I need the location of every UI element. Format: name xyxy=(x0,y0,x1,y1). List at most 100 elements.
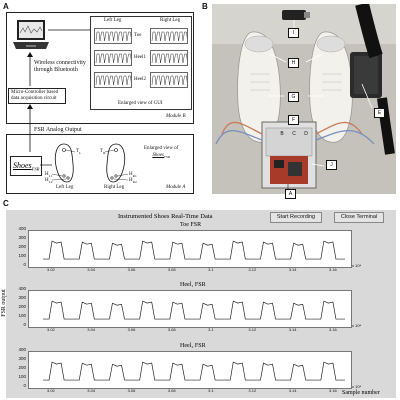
y-tick-1-4: 0 xyxy=(23,322,26,327)
x-tick-0-0: 3.02 xyxy=(47,267,55,272)
gui-left-signal-0 xyxy=(94,28,132,44)
micro-controller-box: Micro-Controller based data acquisition … xyxy=(8,88,66,104)
tag-f: F xyxy=(288,115,299,125)
gui-left-signal-2 xyxy=(94,72,132,88)
tag-h: H xyxy=(288,58,299,68)
y-tick-2-2: 200 xyxy=(18,365,26,370)
tag-i: I xyxy=(288,28,299,38)
sensor-label-hr2: HR2 xyxy=(129,178,137,185)
gui-right-signal-2 xyxy=(150,72,188,88)
y-tick-2-3: 100 xyxy=(18,374,26,379)
shoes-fsr-box xyxy=(10,156,42,176)
module-a-label: Module A xyxy=(166,185,186,190)
x-tick-1-5: 3.12 xyxy=(248,327,257,332)
sensor-hl1-text: H xyxy=(45,172,49,177)
enlarged-shoes-line: ShoesFSR xyxy=(144,153,178,160)
sensor-hr2-sub: R2 xyxy=(132,180,137,184)
y-tick-1-3: 100 xyxy=(18,313,26,318)
gui-row-label-0: Toe xyxy=(134,33,142,38)
gui-enlarge-arrow xyxy=(48,29,90,31)
graph-signal-1 xyxy=(43,300,345,320)
fsr-output-arrow xyxy=(27,104,33,152)
tag-j: J xyxy=(326,160,337,170)
left-leg-label: Left Leg xyxy=(56,185,74,190)
graph-title-1: Heel₁ FSR xyxy=(180,282,206,288)
gui-signal-trace xyxy=(151,31,187,42)
x-tick-2-4: 3.1 xyxy=(208,388,214,393)
sensor-label-tr: TR xyxy=(100,149,105,156)
gui-signal-trace xyxy=(95,31,131,42)
y-tick-0-0: 400 xyxy=(18,226,26,231)
shoes-fsr-label: ShoesFSR xyxy=(13,161,39,172)
y-tick-1-0: 400 xyxy=(18,286,26,291)
graph-signal-0 xyxy=(43,240,345,260)
sensor-tr-sub: R xyxy=(103,151,106,155)
x-tick-0-2: 3.06 xyxy=(127,267,136,272)
graph-title-0: Toe FSR xyxy=(180,222,202,228)
x-tick-2-2: 3.06 xyxy=(127,388,136,393)
x-tick-0-7: 3.16 xyxy=(329,267,337,272)
photo-illustration xyxy=(212,4,396,194)
photo-background xyxy=(212,4,396,194)
sensor-hr2-text: H xyxy=(129,178,133,183)
tag-c: C xyxy=(292,131,296,137)
gui-right-signal-1 xyxy=(150,50,188,66)
right-leg-label: Right Leg xyxy=(104,185,125,190)
tag-g: G xyxy=(288,92,299,102)
panel-b-label: B xyxy=(202,2,208,11)
tag-e: E xyxy=(374,108,385,118)
sensor-hl1-sub: L1 xyxy=(48,174,53,178)
gui-right-signal-0 xyxy=(150,28,188,44)
sensor-hl2-sub: L2 xyxy=(48,180,53,184)
x-tick-2-5: 3.12 xyxy=(248,388,257,393)
x-tick-1-2: 3.06 xyxy=(127,327,136,332)
graph-trace-2 xyxy=(43,361,345,381)
footprint-diagram xyxy=(51,143,129,183)
x-tick-1-3: 3.08 xyxy=(167,327,176,332)
enlarged-view-text: Enlarged view of ShoesFSR xyxy=(144,146,178,159)
gui-caption: Enlarged view of GUI xyxy=(118,101,163,106)
gui-left-signal-1 xyxy=(94,50,132,66)
x-exponent-2: x 10⁴ xyxy=(352,384,362,389)
sensor-hr1-text: H xyxy=(129,172,133,177)
x-tick-2-3: 3.08 xyxy=(167,388,176,393)
terminal-title: Instrumented Shoes Real-Time Data xyxy=(118,213,213,220)
gui-signal-trace xyxy=(95,75,131,86)
fsr-output-text: FSR Analog Output xyxy=(34,127,82,133)
x-tick-0-6: 3.14 xyxy=(288,267,297,272)
sensor-label-tl: TL xyxy=(76,149,81,156)
bluetooth-link-arrow xyxy=(27,52,33,86)
gui-left-leg-label: Left Leg xyxy=(104,18,122,23)
y-tick-0-3: 100 xyxy=(18,253,26,258)
gui-signal-trace xyxy=(151,75,187,86)
graph-trace-0 xyxy=(43,240,345,260)
y-tick-1-1: 300 xyxy=(18,295,26,300)
x-axis-label: Sample number xyxy=(342,390,380,396)
module-b-label: Module B xyxy=(166,114,186,119)
gui-signal-trace xyxy=(151,53,187,64)
close-terminal-button[interactable]: Close Terminal xyxy=(334,212,384,223)
sensor-label-hl2: HL2 xyxy=(45,178,53,185)
laptop-icon xyxy=(13,20,49,49)
x-exponent-0: x 10⁴ xyxy=(352,263,362,268)
gui-row-label-2: Heel2 xyxy=(134,77,146,82)
x-tick-2-0: 3.02 xyxy=(47,388,55,393)
y-tick-1-2: 200 xyxy=(18,304,26,309)
start-recording-button[interactable]: Start Recording xyxy=(270,212,322,223)
x-exponent-1: x 10⁴ xyxy=(352,323,362,328)
graph-trace-1 xyxy=(43,300,345,320)
graph-title-2: Heel₂ FSR xyxy=(180,343,206,349)
sensor-tr-text: T xyxy=(100,149,104,154)
sensor-label-hl1: HL1 xyxy=(45,172,53,179)
enlarged-shoes-text: Shoes xyxy=(152,152,164,158)
x-tick-2-1: 3.04 xyxy=(87,388,96,393)
x-tick-1-4: 3.1 xyxy=(208,327,214,332)
panel-a-label: A xyxy=(3,2,9,11)
tag-a: A xyxy=(285,189,296,199)
x-tick-0-3: 3.08 xyxy=(167,267,176,272)
y-tick-0-2: 200 xyxy=(18,244,26,249)
tag-b: B xyxy=(280,131,284,137)
shoes-fsr-text: Shoes xyxy=(13,161,32,170)
x-tick-0-5: 3.12 xyxy=(248,267,257,272)
